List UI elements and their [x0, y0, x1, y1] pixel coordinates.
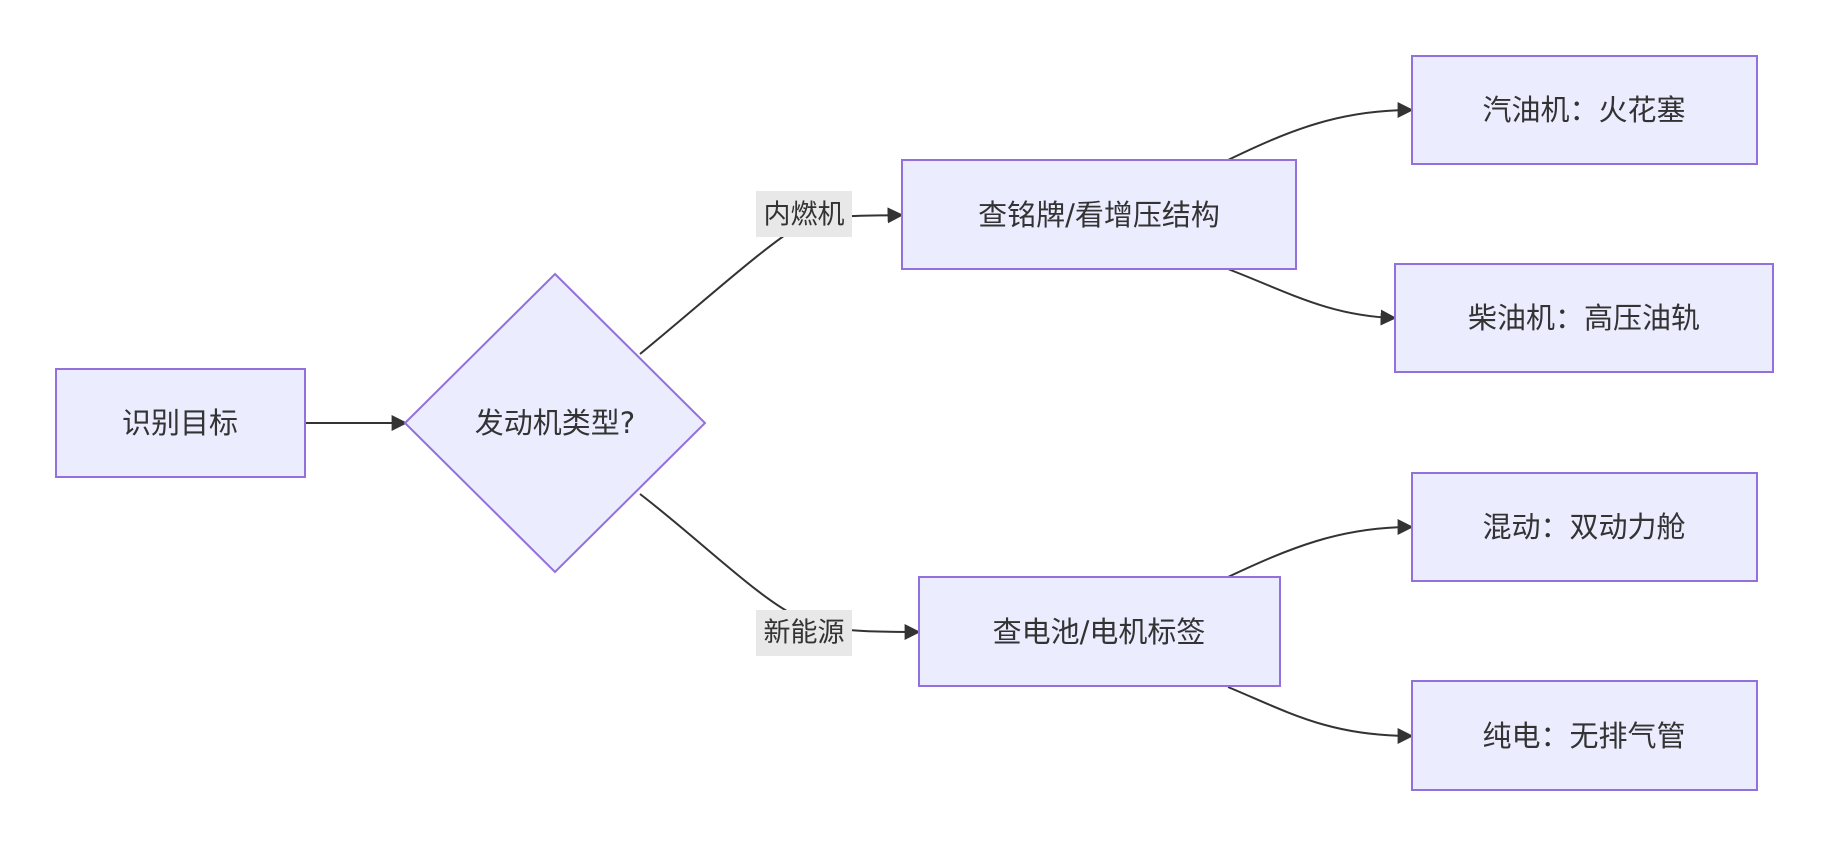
edge-label-nev: 新能源 — [756, 610, 852, 656]
node-gasoline-label: 汽油机：火花塞 — [1482, 93, 1685, 127]
node-pure-ev-label: 纯电：无排气管 — [1482, 719, 1685, 753]
node-ice-check-label: 查铭牌/看增压结构 — [978, 198, 1220, 232]
edge-label-ice: 内燃机 — [756, 191, 852, 237]
edge-ice-check-to-diesel — [1227, 268, 1397, 326]
edge-label-ice-text: 内燃机 — [764, 200, 845, 231]
node-gasoline: 汽油机：火花塞 — [1411, 55, 1758, 165]
node-nev-check-label: 查电池/电机标签 — [993, 615, 1206, 649]
node-nev-check: 查电池/电机标签 — [918, 576, 1281, 687]
node-diesel: 柴油机：高压油轨 — [1394, 263, 1774, 373]
node-engine-type-label: 发动机类型? — [475, 406, 635, 440]
node-ice-check: 查铭牌/看增压结构 — [901, 159, 1297, 270]
node-pure-ev: 纯电：无排气管 — [1411, 680, 1758, 791]
node-identify-label: 识别目标 — [122, 406, 238, 440]
edge-label-nev-text: 新能源 — [764, 618, 845, 649]
node-identify: 识别目标 — [55, 368, 306, 478]
node-diesel-label: 柴油机：高压油轨 — [1468, 301, 1700, 335]
node-hybrid-label: 混动：双动力舱 — [1482, 510, 1685, 544]
edge-ice-check-to-gasoline — [1227, 102, 1414, 161]
edge-nev-check-to-hybrid — [1227, 519, 1414, 578]
node-engine-type: 发动机类型? — [403, 272, 707, 574]
edge-nev-check-to-pure-ev — [1227, 686, 1414, 744]
node-hybrid: 混动：双动力舱 — [1411, 472, 1758, 582]
